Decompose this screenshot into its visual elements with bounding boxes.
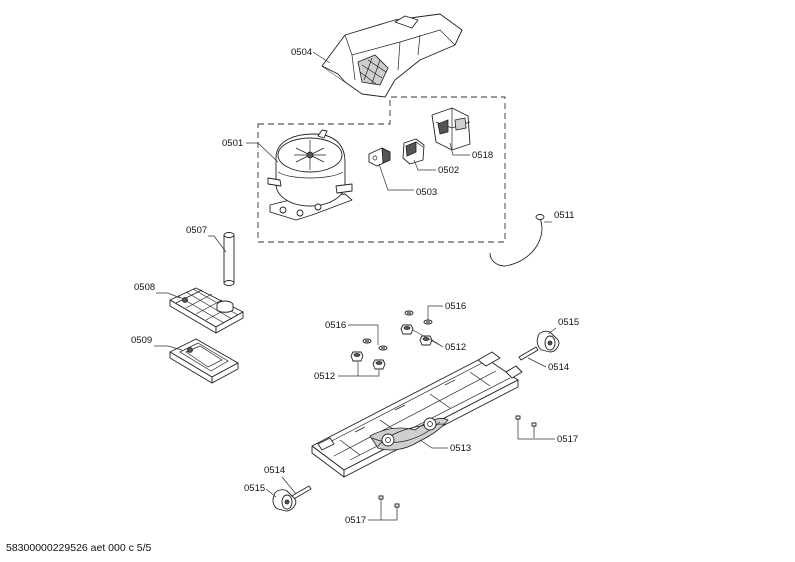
label-0516-left: 0516 xyxy=(325,320,346,331)
leader-0504 xyxy=(312,51,331,64)
leader-0509 xyxy=(154,345,183,351)
part-0515-foot-left[interactable] xyxy=(272,489,297,512)
part-0517-screws-bottom[interactable] xyxy=(378,495,400,518)
label-0514-left: 0514 xyxy=(264,465,285,476)
leader-0512-left xyxy=(338,362,380,377)
part-0501-compressor[interactable] xyxy=(267,129,353,221)
label-0507: 0507 xyxy=(186,225,207,236)
label-0517-bottom: 0517 xyxy=(345,515,366,526)
leader-0516-right xyxy=(427,305,443,320)
leader-0507 xyxy=(208,235,227,253)
part-0511-hose[interactable] xyxy=(489,214,545,267)
leader-0517-bottom xyxy=(368,512,398,521)
label-0511: 0511 xyxy=(554,210,574,221)
label-0515-right: 0515 xyxy=(558,317,579,328)
label-0503: 0503 xyxy=(416,187,437,198)
label-0516-right: 0516 xyxy=(445,301,466,312)
leader-0503 xyxy=(378,163,414,191)
part-0517-screws-right[interactable] xyxy=(515,415,537,438)
part-0512-nuts-right[interactable] xyxy=(400,324,433,346)
leader-0514-left xyxy=(281,476,297,495)
leader-0508 xyxy=(156,292,181,299)
part-0516-washers-left[interactable] xyxy=(362,338,388,351)
label-0512-left: 0512 xyxy=(314,371,335,382)
part-0502-relay[interactable] xyxy=(402,138,425,165)
part-0503-overload-protector[interactable] xyxy=(368,147,391,167)
part-0514-pin-right[interactable] xyxy=(518,346,539,361)
document-footer: 58300000229526 aet 000 c 5/5 xyxy=(6,542,152,554)
label-0508: 0508 xyxy=(134,282,155,293)
leader-0515-right xyxy=(547,327,557,335)
label-0512-right: 0512 xyxy=(445,342,466,353)
leader-0513 xyxy=(419,439,448,449)
label-0517-right: 0517 xyxy=(557,434,578,445)
leader-0517-right xyxy=(517,432,555,440)
part-0507-tube[interactable] xyxy=(223,232,235,286)
label-0513: 0513 xyxy=(450,443,471,454)
part-0509-drip-tray[interactable] xyxy=(169,338,239,384)
leader-0516-left xyxy=(348,324,379,345)
part-0508-grid-plate[interactable] xyxy=(169,287,244,334)
part-0513-base-frame[interactable] xyxy=(311,351,523,478)
compressor-assembly-boundary xyxy=(257,96,506,243)
label-0501: 0501 xyxy=(222,138,243,149)
label-0518: 0518 xyxy=(472,150,493,161)
label-0515-left: 0515 xyxy=(244,483,265,494)
part-0504-tray[interactable] xyxy=(321,13,463,98)
leader-0515-left xyxy=(265,488,277,498)
part-0515-foot-right[interactable] xyxy=(536,330,560,353)
leader-0502 xyxy=(413,159,436,171)
leader-0518 xyxy=(449,142,470,156)
part-0518-relay-cover[interactable] xyxy=(431,107,471,151)
label-0514-right: 0514 xyxy=(548,362,569,373)
leader-0501 xyxy=(246,142,279,163)
label-0509: 0509 xyxy=(131,335,152,346)
label-0504: 0504 xyxy=(291,47,312,58)
part-0512-nuts-left[interactable] xyxy=(350,351,386,370)
leader-0512-right xyxy=(412,329,444,348)
label-0502: 0502 xyxy=(438,165,459,176)
leader-0514-right xyxy=(527,357,547,368)
